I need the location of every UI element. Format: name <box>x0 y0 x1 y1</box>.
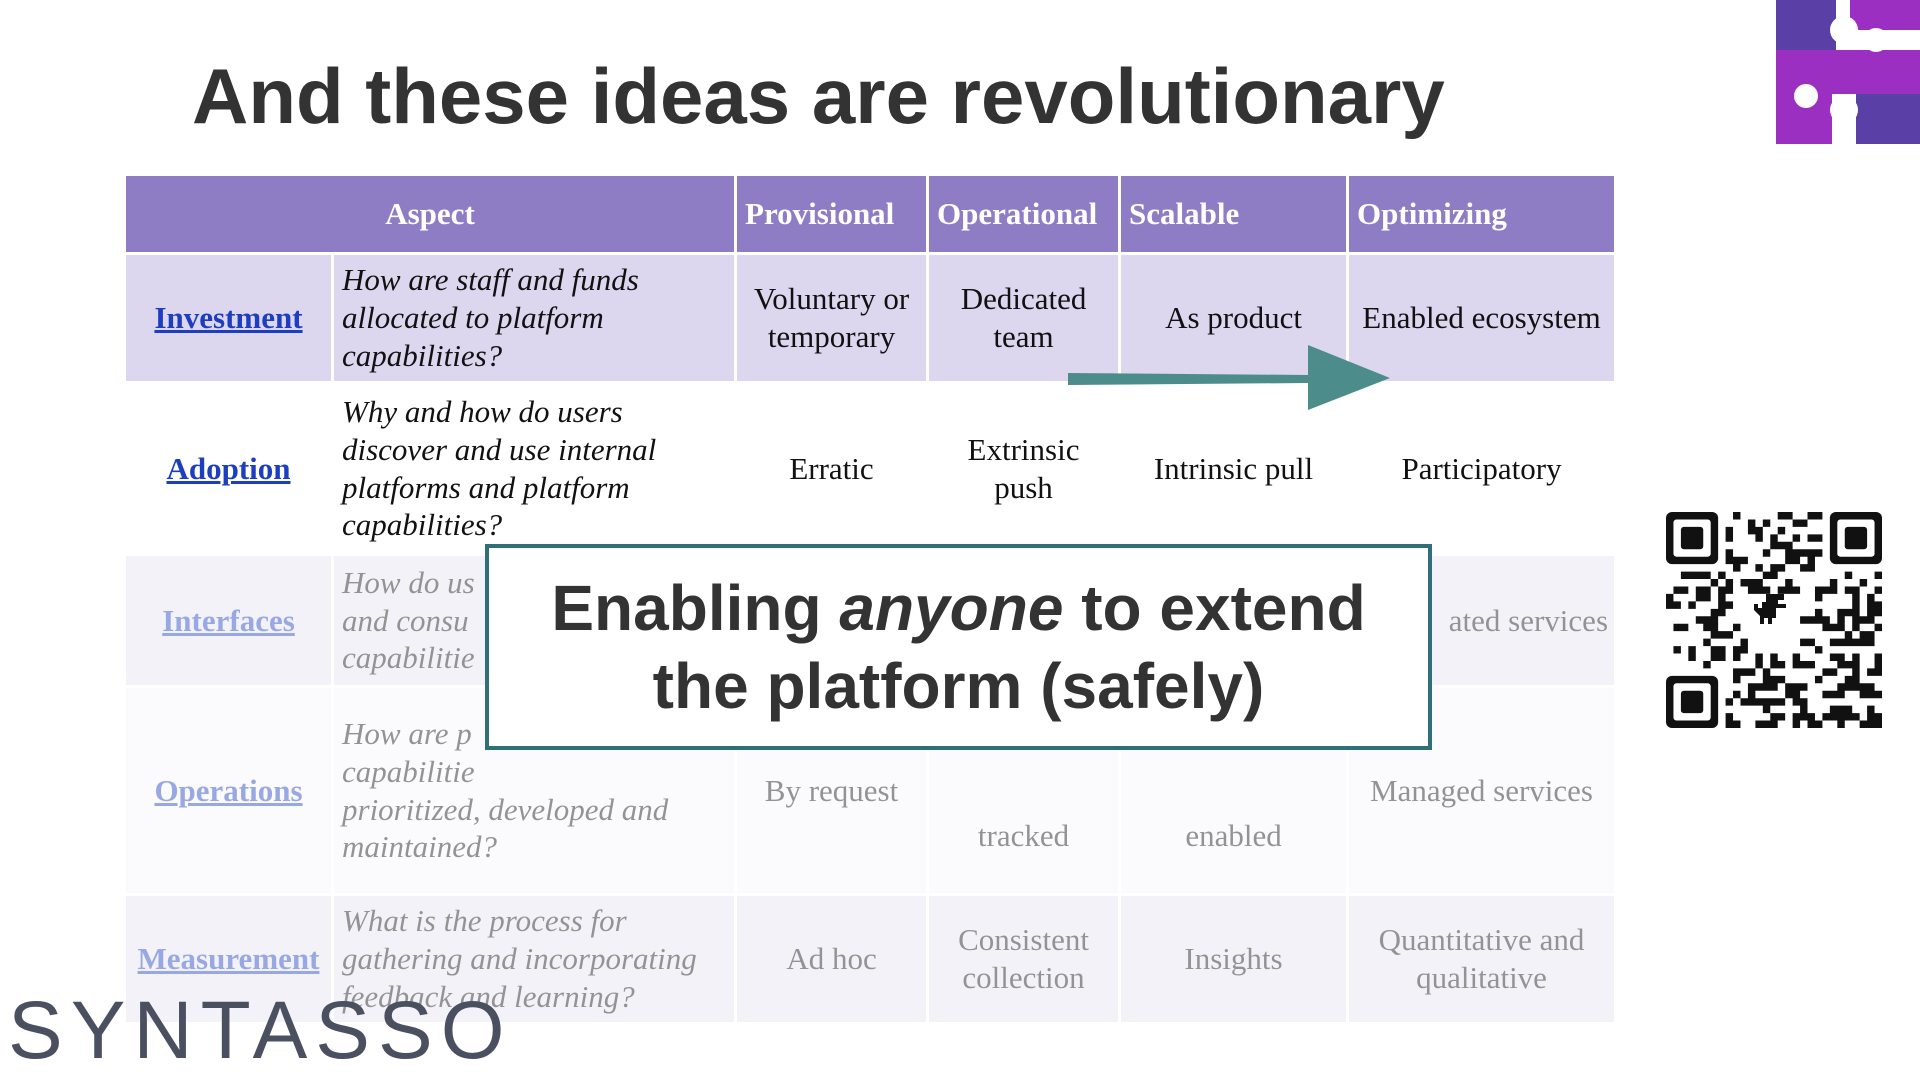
operational-cell: Extrinsic push <box>926 381 1122 556</box>
callout-text: Enabling anyone to extend the platform (… <box>551 569 1365 725</box>
aspect-cell: Investment <box>123 252 334 384</box>
callout-emphasis: anyone <box>839 571 1064 644</box>
question-line: prioritized, developed and maintained? <box>342 791 669 865</box>
question-line: How do us <box>342 564 475 600</box>
aspect-cell: Measurement <box>123 893 334 1025</box>
aspect-link-interfaces[interactable]: Interfaces <box>162 602 295 638</box>
aspect-link-investment[interactable]: Investment <box>154 300 303 336</box>
provisional-cell: Erratic <box>734 381 930 556</box>
brand-wordmark: SYNTASSO <box>8 985 513 1076</box>
callout-line2: the platform (safely) <box>652 650 1265 722</box>
slide-title: And these ideas are revolutionary <box>192 52 1445 140</box>
puzzle-logo-icon <box>1776 0 1920 144</box>
question-line: capabilitie <box>342 753 475 789</box>
provisional-cell: Ad hoc <box>734 893 930 1025</box>
question-cell: What is the process for gathering and in… <box>330 893 738 1025</box>
optimizing-cell: Quantitative and qualitative <box>1346 893 1618 1025</box>
operational-cell: Consistent collection <box>926 893 1122 1025</box>
arrow-right-icon <box>1068 345 1390 410</box>
aspect-link-adoption[interactable]: Adoption <box>166 450 291 486</box>
table-row-measurement: Measurement What is the process for gath… <box>123 893 1618 1025</box>
question-line: and consu <box>342 602 469 638</box>
question-cell: How are staff and funds allocated to pla… <box>330 252 738 384</box>
callout-line1-b: to extend <box>1063 571 1366 644</box>
scalable-cell: Insights <box>1118 893 1350 1025</box>
callout-line1-a: Enabling <box>551 571 840 644</box>
qr-code-icon[interactable] <box>1666 512 1882 728</box>
header-scalable: Scalable <box>1118 173 1350 255</box>
scalable-cell: Intrinsic pull <box>1118 381 1350 556</box>
header-optimizing: Optimizing <box>1346 173 1618 255</box>
aspect-cell: Operations <box>123 685 334 896</box>
aspect-cell: Adoption <box>123 381 334 556</box>
callout-box: Enabling anyone to extend the platform (… <box>485 544 1432 750</box>
optimizing-cell: Enabled ecosystem <box>1346 252 1618 384</box>
header-provisional: Provisional <box>734 173 930 255</box>
question-line: How are p <box>342 715 472 751</box>
header-aspect: Aspect <box>122 173 738 255</box>
aspect-link-operations[interactable]: Operations <box>154 772 303 808</box>
table-row-adoption: Adoption Why and how do users discover a… <box>123 381 1618 556</box>
table-header-row: Aspect Provisional Operational Scalable … <box>122 173 1618 255</box>
provisional-cell: Voluntary or temporary <box>734 252 930 384</box>
optimizing-cell: Participatory <box>1346 381 1618 556</box>
aspect-cell: Interfaces <box>123 553 334 688</box>
table-row-investment: Investment How are staff and funds alloc… <box>123 252 1618 384</box>
aspect-link-measurement[interactable]: Measurement <box>137 941 320 977</box>
header-operational: Operational <box>926 173 1122 255</box>
question-line: capabilitie <box>342 640 475 676</box>
question-cell: Why and how do users discover and use in… <box>330 381 738 556</box>
operational-cell: Dedicated team <box>926 252 1122 384</box>
